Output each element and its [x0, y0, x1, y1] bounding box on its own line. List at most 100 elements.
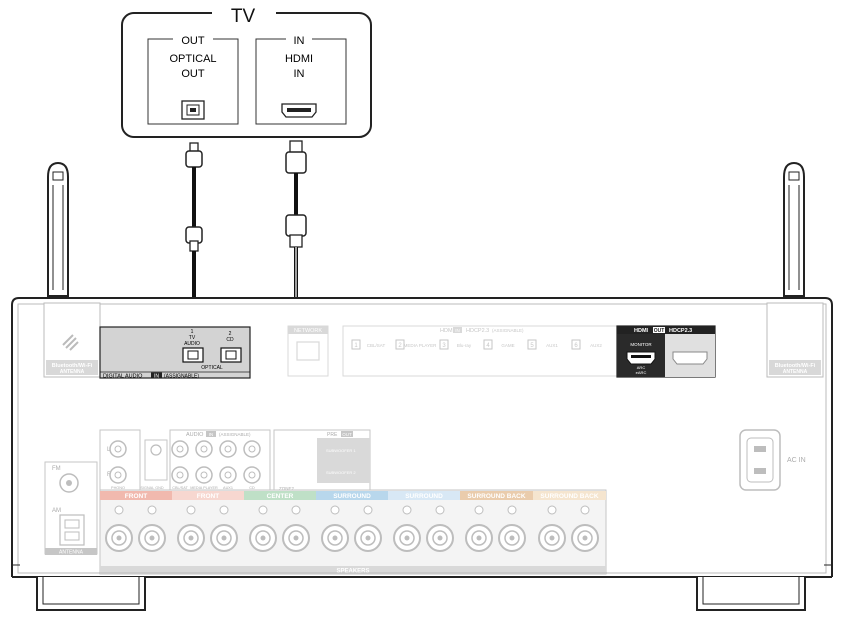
- speaker-terminal-core: [476, 535, 482, 541]
- bt-antenna-base-left: Bluetooth/Wi-Fi ANTENNA: [43, 302, 101, 378]
- speaker-terminal-core: [332, 535, 338, 541]
- hdmi-plug-bottom-tip: [289, 234, 303, 248]
- bt-antenna-right-label: Bluetooth/Wi-Fi: [775, 363, 816, 369]
- hdmi-out-header-bg: [617, 326, 715, 334]
- antenna-right: [783, 161, 805, 297]
- hdmi-out-header: HDMI: [634, 328, 649, 334]
- speakers-label: SPEAKERS: [336, 569, 369, 575]
- speaker-group-header: [244, 491, 316, 500]
- bt-antenna-base-right: Bluetooth/Wi-Fi ANTENNA: [766, 302, 824, 378]
- speaker-terminal-core: [549, 535, 555, 541]
- hdmi-out-hdcp: HDCP2.3: [669, 328, 692, 334]
- rca-jack-core: [248, 471, 256, 479]
- receiver-foot-left-inner: [42, 577, 140, 605]
- hdmi-input-name: GAME: [501, 343, 514, 348]
- am-terminal-inner2: [64, 531, 80, 541]
- hdmi-input-name: AUX1: [546, 343, 558, 348]
- tv-unit: TV OUT OPTICAL OUT IN HDMI IN: [121, 6, 372, 138]
- digital-footer-in-bg: [151, 372, 162, 379]
- terminal-polarity: [547, 505, 557, 515]
- tv-in-label-gap: [286, 32, 312, 44]
- hdmi-out-monitor: MONITOR: [630, 342, 652, 347]
- bt-base-right-fill: [769, 360, 821, 375]
- receiver-foot-left: [36, 577, 146, 611]
- hdmi-out-tag: OUT: [654, 328, 665, 334]
- rca-jack-core: [176, 445, 184, 453]
- hdmi-in-tag: IN: [455, 328, 460, 333]
- speaker-group-header: [533, 491, 606, 500]
- terminal-polarity: [402, 505, 412, 515]
- antenna-right-ridge: [788, 185, 800, 290]
- hdmi-plug-top: [285, 151, 307, 174]
- terminal-polarity: [435, 505, 445, 515]
- hdmi-in-header: HDMI: [440, 328, 455, 334]
- subwoofer2: SUBWOOFER 2: [326, 470, 356, 475]
- tv-out-label-gap: [173, 32, 213, 44]
- optical-plug-bottom-tip: [189, 240, 199, 252]
- subwoofer1: SUBWOOFER 1: [326, 448, 356, 453]
- hdmi-input-name: AUX2: [590, 343, 602, 348]
- terminal-polarity: [580, 505, 590, 515]
- hdmi-input-num: 5: [530, 343, 534, 349]
- terminal-polarity: [219, 505, 229, 515]
- antenna-left-shape: [47, 161, 69, 297]
- audio-in-header: AUDIO: [186, 432, 204, 438]
- terminal-polarity: [330, 505, 340, 515]
- tv-hdmi-label-2: IN: [294, 68, 305, 80]
- digital-port1-num: 1: [191, 329, 194, 335]
- speaker-group-header: [388, 491, 460, 500]
- antenna-footer-bg: [45, 548, 97, 555]
- speaker-terminal-core: [260, 535, 266, 541]
- tv-hdmi-label-1: HDMI: [285, 53, 313, 65]
- fm-label: FM: [52, 466, 61, 472]
- speakers-box: [99, 489, 607, 575]
- audio-in-tag: IN: [209, 432, 214, 437]
- tv-out-label: OUT: [181, 35, 205, 47]
- digital-port2-label: CD: [226, 337, 234, 343]
- rca-jack-core: [248, 445, 256, 453]
- hdmi-plug-top-tip: [289, 140, 303, 154]
- hdmi-input-name: MEDIA PLAYER: [404, 343, 437, 348]
- subwoofer-bg: [317, 438, 370, 483]
- speaker-terminal-core: [404, 535, 410, 541]
- digital-audio-panel: 1 TV AUDIO 2 CD OPTICAL DIGITAL AUDIO IN…: [99, 326, 251, 380]
- speaker-terminal-core: [509, 535, 515, 541]
- pre-out-tag: OUT: [342, 432, 352, 437]
- speaker-terminal-core: [149, 535, 155, 541]
- hdmi-in-tag-bg: [453, 327, 462, 333]
- signal-gnd-knob: [150, 444, 162, 456]
- speaker-group-label: SURROUND: [405, 493, 443, 500]
- hdmi-out-port2: [672, 351, 708, 365]
- network-label: NETWORK: [294, 328, 322, 334]
- bt-antenna-left-label: Bluetooth/Wi-Fi: [52, 363, 93, 369]
- rca-jack-core: [224, 445, 232, 453]
- hdmi-input-num-box: [527, 339, 537, 350]
- tv-hdmi-port-inner: [287, 108, 311, 112]
- am-label: AM: [52, 508, 61, 514]
- digital-footer: DIGITAL AUDIO: [103, 374, 143, 380]
- rca-jack-core: [200, 471, 208, 479]
- hdmi-out-tag-bg: [653, 327, 665, 333]
- antenna-right-cap: [788, 171, 800, 181]
- ac-in-socket-inner: [746, 437, 774, 483]
- tv-in-label: IN: [294, 35, 305, 47]
- ac-pin-bottom: [754, 468, 766, 474]
- hdmi-input-num: 4: [486, 343, 490, 349]
- bt-wifi-icon-left: [62, 334, 79, 351]
- hdmi-input-num-box: [395, 339, 405, 350]
- hdmi-input-num: 3: [442, 343, 446, 349]
- lower-panel: FM AM ANTENNA AUDIO IN (ASSIGNABLE) L R …: [44, 429, 806, 575]
- hdmi-out-arc1: ARC: [637, 365, 646, 370]
- digital-port1-label2: AUDIO: [184, 341, 200, 347]
- speaker-terminal-core: [293, 535, 299, 541]
- digital-footer-in: IN: [154, 374, 159, 380]
- network-header: [288, 326, 328, 334]
- hdmi-input-num-box: [483, 339, 493, 350]
- audio-input-label: CD: [249, 486, 255, 490]
- pre-out: PRE: [327, 432, 338, 438]
- fm-jack-core: [66, 480, 72, 486]
- digital-port1-core: [187, 350, 199, 360]
